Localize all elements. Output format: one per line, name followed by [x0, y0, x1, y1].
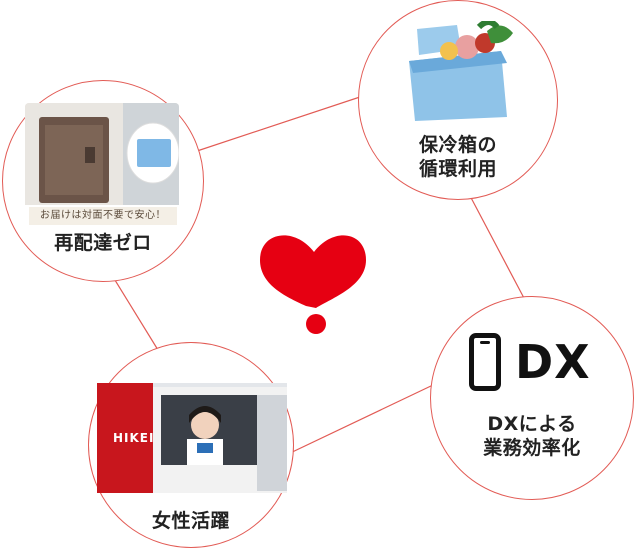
feature-dx: DX DXによる 業務効率化: [430, 296, 634, 500]
heart-logo-icon: [260, 235, 366, 334]
connector-dx-women: [285, 384, 434, 456]
feature-label: 女性活躍: [151, 510, 230, 532]
dx-icon-row: DX: [469, 333, 591, 391]
connector-zero-women: [109, 271, 159, 351]
feature-label: 再配達ゼロ: [54, 232, 152, 254]
smartphone-icon: [469, 333, 501, 391]
feature-label: 保冷箱の 循環利用: [418, 134, 497, 180]
feature-label: DXによる 業務効率化: [483, 413, 581, 459]
feature-cooler-reuse: 保冷箱の 循環利用: [358, 0, 558, 200]
feature-redelivery-zero: お届けは対面不要で安心！ 再配達ゼロ: [2, 80, 204, 282]
dx-icon-text: DX: [515, 335, 591, 389]
delivery-box-photo: [25, 103, 179, 205]
connector-zero-cooler: [184, 91, 376, 156]
connector-cooler-dx: [467, 191, 526, 301]
redelivery-banner: お届けは対面不要で安心！: [29, 207, 177, 225]
truck-logo-text: HIKEI: [113, 431, 155, 445]
driver-photo: HIKEI: [97, 383, 287, 493]
cooler-box-photo: [397, 19, 521, 123]
feature-women-active: HIKEI 女性活躍: [88, 342, 294, 548]
